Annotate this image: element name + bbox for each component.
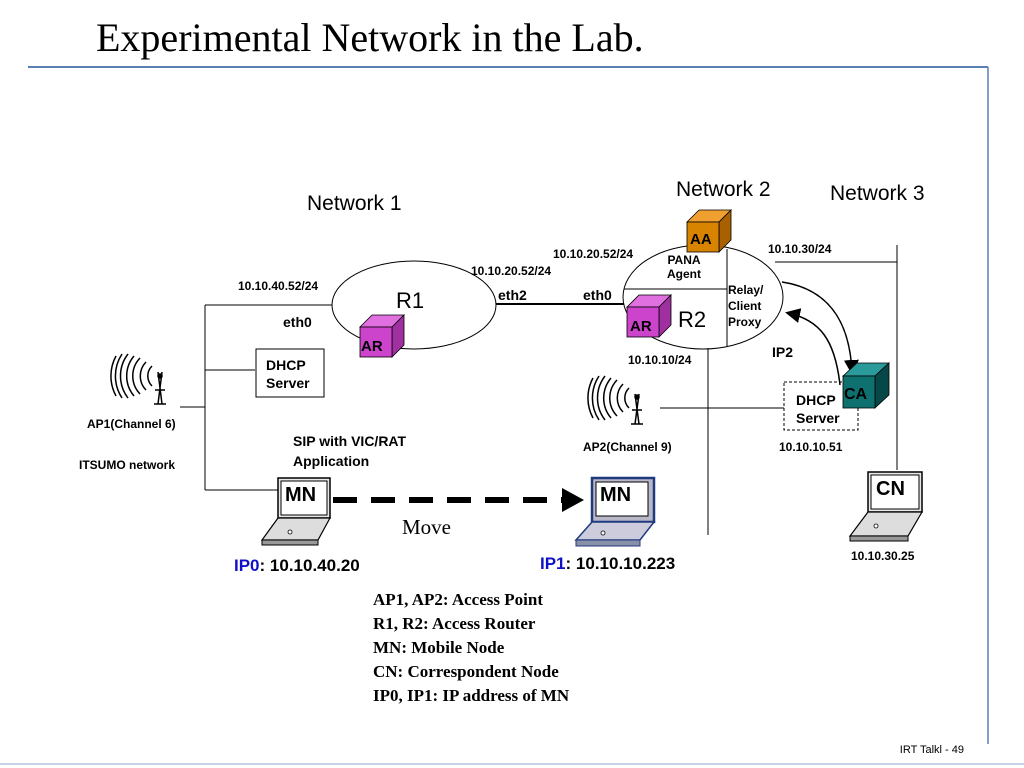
ip0-value: : 10.10.40.20 xyxy=(259,556,360,575)
move-arrowhead xyxy=(562,488,584,512)
aa-label: AA xyxy=(690,231,712,248)
r1-eth2-label: eth2 xyxy=(498,287,527,303)
laptop-cn xyxy=(848,471,924,542)
ip1-name: IP1 xyxy=(540,554,566,573)
cn-label: CN xyxy=(876,478,905,500)
aa-cube xyxy=(686,209,732,253)
network2-label: Network 2 xyxy=(676,178,771,201)
ip2-label: IP2 xyxy=(772,344,794,360)
dhcp-server-box-1 xyxy=(255,348,325,398)
ap1-label: AP1(Channel 6) xyxy=(87,417,176,431)
r2-label: R2 xyxy=(678,307,707,332)
relay-proxy-label: Relay/ Client Proxy xyxy=(728,283,764,329)
laptop-mn-old xyxy=(260,477,332,546)
legend-item: MN: Mobile Node xyxy=(373,638,505,657)
ip0-label: IP0: 10.10.40.20 xyxy=(234,556,360,576)
mn-label-new: MN xyxy=(600,484,632,506)
ip-10-label: 10.10.10/24 xyxy=(628,353,692,367)
r1-eth0-label: eth0 xyxy=(283,314,312,330)
relay-to-ca-arrow xyxy=(781,281,859,375)
pana-agent-label: PANA Agent xyxy=(667,253,701,281)
sip-app-label-line2: Application xyxy=(293,453,370,469)
ip-40-52-label: 10.10.40.52/24 xyxy=(238,279,319,293)
ap2-label: AP2(Channel 9) xyxy=(583,440,672,454)
network3-label: Network 3 xyxy=(830,182,925,205)
ar-cube-r2 xyxy=(626,294,672,338)
network1-label: Network 1 xyxy=(307,192,402,215)
legend-item: AP1, AP2: Access Point xyxy=(373,590,543,609)
ip1-label: IP1: 10.10.10.223 xyxy=(540,554,675,574)
legend-item: CN: Correspondent Node xyxy=(373,662,559,681)
r1-label: R1 xyxy=(396,288,425,313)
ca-cube xyxy=(841,362,891,409)
sip-app-label-line1: SIP with VIC/RAT xyxy=(293,433,407,449)
ar-label-r2: AR xyxy=(630,318,652,335)
ip-20-52-label-b: 10.10.20.52/24 xyxy=(471,264,552,278)
legend: AP1, AP2: Access Point R1, R2: Access Ro… xyxy=(373,588,569,708)
ar-label-r1: AR xyxy=(361,338,383,355)
ip-10-51-label: 10.10.10.51 xyxy=(779,440,843,454)
ap2-antenna-icon xyxy=(587,375,643,425)
slide-footer: IRT Talkl - 49 xyxy=(899,744,964,756)
dhcp-server-label-1: DHCP Server xyxy=(266,357,310,391)
ca-to-relay-arrow xyxy=(785,308,841,386)
ar-cube-r1 xyxy=(359,314,405,358)
legend-item: R1, R2: Access Router xyxy=(373,614,536,633)
itsumo-network-label: ITSUMO network xyxy=(79,458,176,472)
laptop-mn-new xyxy=(574,476,656,547)
ip1-value: : 10.10.10.223 xyxy=(565,554,676,573)
ip-30-label: 10.10.30/24 xyxy=(768,242,832,256)
r2-eth0-label: eth0 xyxy=(583,287,612,303)
legend-item: IP0, IP1: IP address of MN xyxy=(373,686,570,705)
dhcp-server-label-2: DHCP Server xyxy=(796,392,840,426)
mn-label-old: MN xyxy=(285,484,317,506)
ca-label: CA xyxy=(844,386,868,403)
move-label: Move xyxy=(402,515,451,539)
ip0-name: IP0 xyxy=(234,556,260,575)
slide-title: Experimental Network in the Lab. xyxy=(96,15,644,60)
ip-20-52-label-a: 10.10.20.52/24 xyxy=(553,247,634,261)
ap1-antenna-icon xyxy=(110,353,166,405)
ip-30-25-label: 10.10.30.25 xyxy=(851,549,915,563)
